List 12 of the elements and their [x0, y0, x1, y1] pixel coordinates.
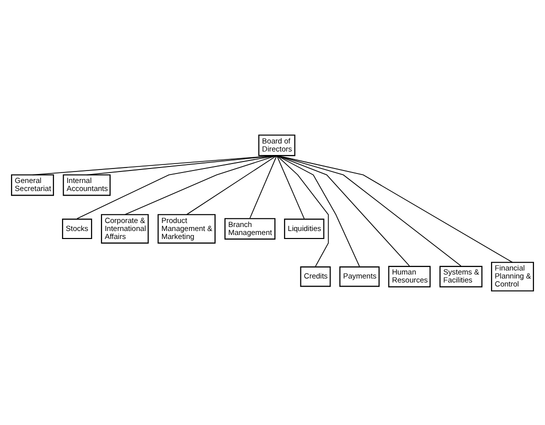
connector — [32, 154, 278, 175]
connector — [250, 154, 278, 218]
connector — [276, 154, 513, 262]
connector — [124, 154, 278, 215]
connector — [276, 154, 360, 266]
connector — [76, 154, 278, 219]
connector — [276, 154, 462, 266]
connector — [276, 154, 410, 266]
connector — [276, 154, 329, 266]
connector — [86, 154, 278, 175]
connector — [186, 154, 278, 215]
connector — [276, 154, 305, 219]
